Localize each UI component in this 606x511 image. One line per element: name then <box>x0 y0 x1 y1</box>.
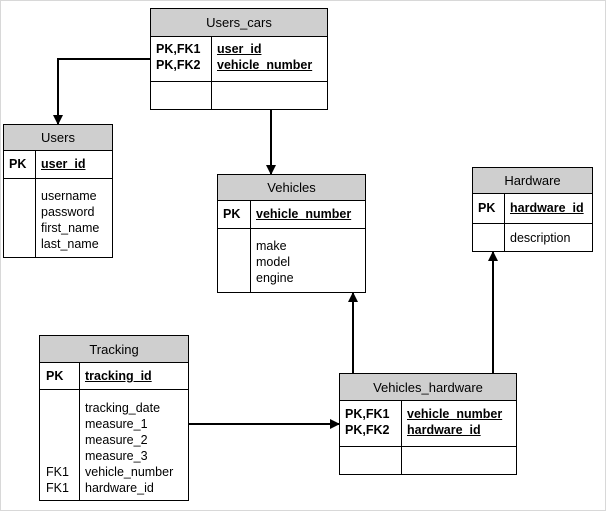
attribute-key: FK1 <box>46 481 69 495</box>
attribute-key: FK1 <box>46 465 69 479</box>
entity-users-cars: Users_cars PK,FK1 PK,FK2 user_id vehicle… <box>150 8 328 110</box>
attribute-key <box>46 432 69 448</box>
connector-users-cars-to-users <box>53 58 150 125</box>
attribute: make <box>256 239 287 253</box>
entity-vehicles: Vehicles PK vehicle_number make model en… <box>217 174 366 293</box>
pk-key-label: PK,FK2 <box>156 58 201 72</box>
pk-key-label: PK <box>478 201 496 215</box>
attribute-key <box>46 400 69 416</box>
attribute: description <box>510 231 571 245</box>
entity-hardware: Hardware PK hardware_id description <box>472 167 593 252</box>
entity-title: Users_cars <box>151 9 327 37</box>
pk-field: vehicle_number <box>256 207 352 221</box>
entity-title: Tracking <box>40 336 188 363</box>
attribute: hardware_id <box>85 481 154 495</box>
attribute-key <box>46 448 69 464</box>
pk-field: vehicle_number <box>407 407 503 421</box>
entity-title: Hardware <box>473 168 592 194</box>
attribute: password <box>41 205 95 219</box>
pk-key-label: PK <box>46 369 64 383</box>
pk-key-label: PK,FK1 <box>345 407 390 421</box>
attribute: tracking_date <box>85 401 161 415</box>
entity-vehicles-hardware: Vehicles_hardware PK,FK1 PK,FK2 vehicle_… <box>339 373 517 475</box>
entity-title: Vehicles <box>218 175 365 201</box>
entity-users: Users PK user_id username password first… <box>3 124 113 258</box>
entity-title: Vehicles_hardware <box>340 374 516 401</box>
pk-field: hardware_id <box>407 423 481 437</box>
attribute-key <box>46 416 69 432</box>
pk-key-label: PK,FK2 <box>345 423 390 437</box>
attribute: model <box>256 255 291 269</box>
pk-key-label: PK <box>223 207 241 221</box>
pk-key-label: PK,FK1 <box>156 42 201 56</box>
attribute: engine <box>256 271 294 285</box>
pk-field: user_id <box>41 157 86 171</box>
attribute: measure_3 <box>85 449 148 463</box>
pk-field: vehicle_number <box>217 58 313 72</box>
attribute: vehicle_number <box>85 465 174 479</box>
attribute: measure_2 <box>85 433 148 447</box>
pk-field: user_id <box>217 42 262 56</box>
attribute: last_name <box>41 237 99 251</box>
entity-title: Users <box>4 125 112 151</box>
pk-key-label: PK <box>9 157 27 171</box>
attribute: first_name <box>41 221 100 235</box>
entity-tracking: Tracking PK tracking_id FK1 FK1 tracking… <box>39 335 189 501</box>
pk-field: tracking_id <box>85 369 152 383</box>
pk-field: hardware_id <box>510 201 584 215</box>
attribute: username <box>41 189 97 203</box>
attribute: measure_1 <box>85 417 148 431</box>
